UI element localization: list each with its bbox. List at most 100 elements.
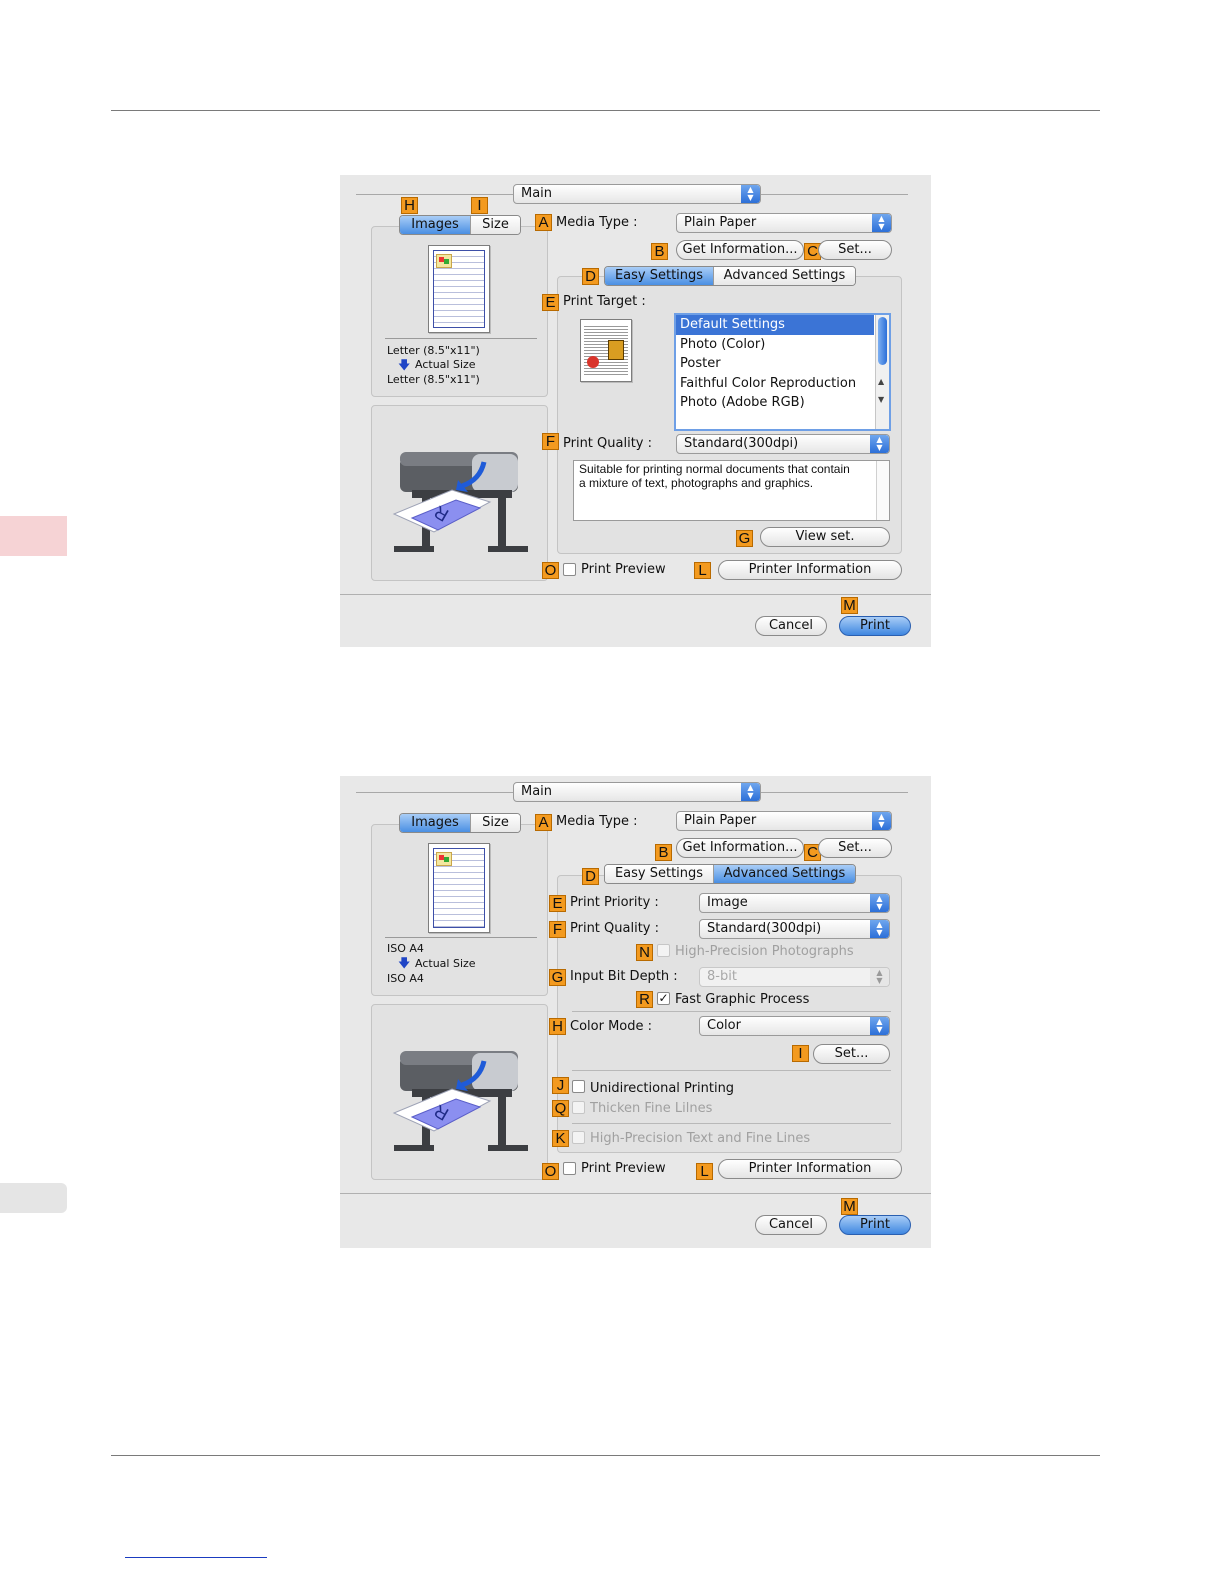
print-button[interactable]: Print bbox=[839, 1215, 911, 1235]
panel-popup-value: Main bbox=[521, 784, 553, 799]
down-arrow-icon: 🡇 bbox=[398, 358, 411, 372]
paper-size-source: Letter (8.5"x11") bbox=[387, 344, 480, 357]
print-quality-popup[interactable]: Standard(300dpi) ▲▼ bbox=[676, 434, 890, 454]
print-quality-value: Standard(300dpi) bbox=[684, 436, 799, 451]
tab-advanced-settings[interactable]: Advanced Settings bbox=[713, 865, 855, 883]
print-quality-label: Print Quality : bbox=[563, 436, 653, 451]
unidirectional-label: Unidirectional Printing bbox=[590, 1081, 735, 1096]
cancel-button[interactable]: Cancel bbox=[755, 616, 827, 636]
get-information-button[interactable]: Get Information... bbox=[676, 240, 804, 260]
settings-mode-tabs: Easy Settings Advanced Settings bbox=[604, 864, 856, 884]
get-information-button[interactable]: Get Information... bbox=[676, 838, 804, 858]
view-set-button[interactable]: View set. bbox=[760, 527, 890, 547]
popup-arrows-icon: ▲▼ bbox=[870, 894, 889, 912]
printer-illustration-icon: R bbox=[392, 452, 528, 552]
print-priority-label: Print Priority : bbox=[570, 895, 659, 910]
scale-label: Actual Size bbox=[415, 957, 476, 970]
popup-arrows-icon: ▲▼ bbox=[741, 783, 760, 801]
print-preview-checkbox[interactable] bbox=[563, 563, 576, 576]
scale-label: Actual Size bbox=[415, 358, 476, 371]
media-set-button[interactable]: Set... bbox=[818, 240, 892, 260]
print-quality-label: Print Quality : bbox=[570, 921, 660, 936]
input-bit-depth-label: Input Bit Depth : bbox=[570, 969, 678, 984]
media-type-value: Plain Paper bbox=[684, 813, 757, 828]
cancel-button[interactable]: Cancel bbox=[755, 1215, 827, 1235]
popup-arrows-icon: ▲▼ bbox=[870, 920, 889, 938]
list-item-photo-color[interactable]: Photo (Color) bbox=[680, 336, 766, 352]
tab-easy-settings[interactable]: Easy Settings bbox=[605, 865, 713, 883]
print-target-label: Print Target : bbox=[563, 294, 646, 309]
popup-arrows-icon: ▲▼ bbox=[872, 214, 891, 232]
print-button[interactable]: Print bbox=[839, 616, 911, 636]
paper-size-source: ISO A4 bbox=[387, 942, 424, 955]
marker-m: M bbox=[841, 597, 858, 614]
marker-i: I bbox=[792, 1045, 809, 1062]
print-preview-label: Print Preview bbox=[581, 1161, 666, 1176]
marker-h: H bbox=[401, 197, 418, 214]
quality-description-line1: Suitable for printing normal documents t… bbox=[579, 462, 850, 476]
footer-link-underline bbox=[125, 1557, 267, 1558]
fast-graphic-label: Fast Graphic Process bbox=[675, 992, 810, 1007]
high-precision-photos-checkbox[interactable] bbox=[657, 944, 670, 957]
print-target-list[interactable]: Default Settings Photo (Color) Poster Fa… bbox=[674, 313, 891, 431]
fast-graphic-checkbox[interactable]: ✓ bbox=[657, 991, 670, 1005]
marker-e: E bbox=[542, 294, 559, 311]
tab-size[interactable]: Size bbox=[470, 216, 520, 234]
printer-information-button[interactable]: Printer Information bbox=[718, 1159, 902, 1179]
print-preview-checkbox[interactable] bbox=[563, 1162, 576, 1175]
marker-l: L bbox=[694, 562, 711, 579]
scroll-up-icon[interactable]: ▲ bbox=[878, 377, 885, 386]
printer-illustration-icon: R bbox=[392, 1051, 528, 1151]
list-scrollbar[interactable]: ▲ ▼ bbox=[875, 315, 889, 429]
unidirectional-checkbox[interactable] bbox=[572, 1080, 585, 1093]
color-set-button[interactable]: Set... bbox=[813, 1044, 890, 1064]
input-bit-depth-value: 8-bit bbox=[707, 969, 737, 984]
popup-arrows-icon: ▲▼ bbox=[872, 812, 891, 830]
media-set-button[interactable]: Set... bbox=[818, 838, 892, 858]
tab-images[interactable]: Images bbox=[400, 216, 470, 234]
list-item-poster[interactable]: Poster bbox=[680, 356, 721, 371]
marker-g: G bbox=[549, 969, 566, 986]
panel-popup[interactable]: Main ▲▼ bbox=[513, 184, 761, 204]
input-bit-depth-popup[interactable]: 8-bit ▲▼ bbox=[699, 967, 890, 987]
print-priority-value: Image bbox=[707, 895, 748, 910]
list-item-photo-adobe-rgb[interactable]: Photo (Adobe RGB) bbox=[680, 395, 805, 410]
high-precision-photos-label: High-Precision Photographs bbox=[675, 944, 854, 959]
paper-preview bbox=[428, 843, 490, 933]
marker-d: D bbox=[582, 268, 599, 285]
description-scrollbar bbox=[876, 461, 889, 520]
media-type-popup[interactable]: Plain Paper ▲▼ bbox=[676, 811, 892, 831]
chapter-tab bbox=[0, 1183, 67, 1213]
quality-description-line2: a mixture of text, photographs and graph… bbox=[579, 476, 814, 490]
print-priority-popup[interactable]: Image ▲▼ bbox=[699, 893, 890, 913]
tab-advanced-settings[interactable]: Advanced Settings bbox=[713, 267, 855, 285]
marker-g: G bbox=[736, 530, 753, 547]
popup-arrows-icon: ▲▼ bbox=[870, 1017, 889, 1035]
printer-information-button[interactable]: Printer Information bbox=[718, 560, 902, 580]
tab-images[interactable]: Images bbox=[400, 814, 470, 832]
panel-popup[interactable]: Main ▲▼ bbox=[513, 782, 761, 802]
color-mode-popup[interactable]: Color ▲▼ bbox=[699, 1016, 890, 1036]
marker-k: K bbox=[552, 1130, 569, 1147]
scroll-thumb[interactable] bbox=[878, 317, 887, 365]
thicken-lines-checkbox[interactable] bbox=[572, 1101, 585, 1114]
marker-o: O bbox=[542, 562, 559, 579]
list-item-default-settings[interactable]: Default Settings bbox=[676, 315, 874, 335]
high-precision-text-label: High-Precision Text and Fine Lines bbox=[590, 1131, 811, 1146]
popup-arrows-icon: ▲▼ bbox=[870, 968, 889, 986]
marker-d: D bbox=[582, 868, 599, 885]
marker-a: A bbox=[535, 214, 552, 231]
scroll-down-icon[interactable]: ▼ bbox=[878, 395, 885, 404]
print-quality-popup[interactable]: Standard(300dpi) ▲▼ bbox=[699, 919, 890, 939]
media-type-popup[interactable]: Plain Paper ▲▼ bbox=[676, 213, 892, 233]
media-type-value: Plain Paper bbox=[684, 215, 757, 230]
tab-easy-settings[interactable]: Easy Settings bbox=[605, 267, 713, 285]
tab-size[interactable]: Size bbox=[470, 814, 520, 832]
list-item-faithful-color[interactable]: Faithful Color Reproduction bbox=[680, 375, 857, 391]
marker-h: H bbox=[549, 1018, 566, 1035]
section-divider-3 bbox=[572, 1123, 891, 1124]
high-precision-text-checkbox[interactable] bbox=[572, 1131, 585, 1144]
flower-preview-icon bbox=[587, 356, 599, 368]
marker-a: A bbox=[535, 814, 552, 831]
printer-image-panel: R bbox=[371, 405, 548, 581]
